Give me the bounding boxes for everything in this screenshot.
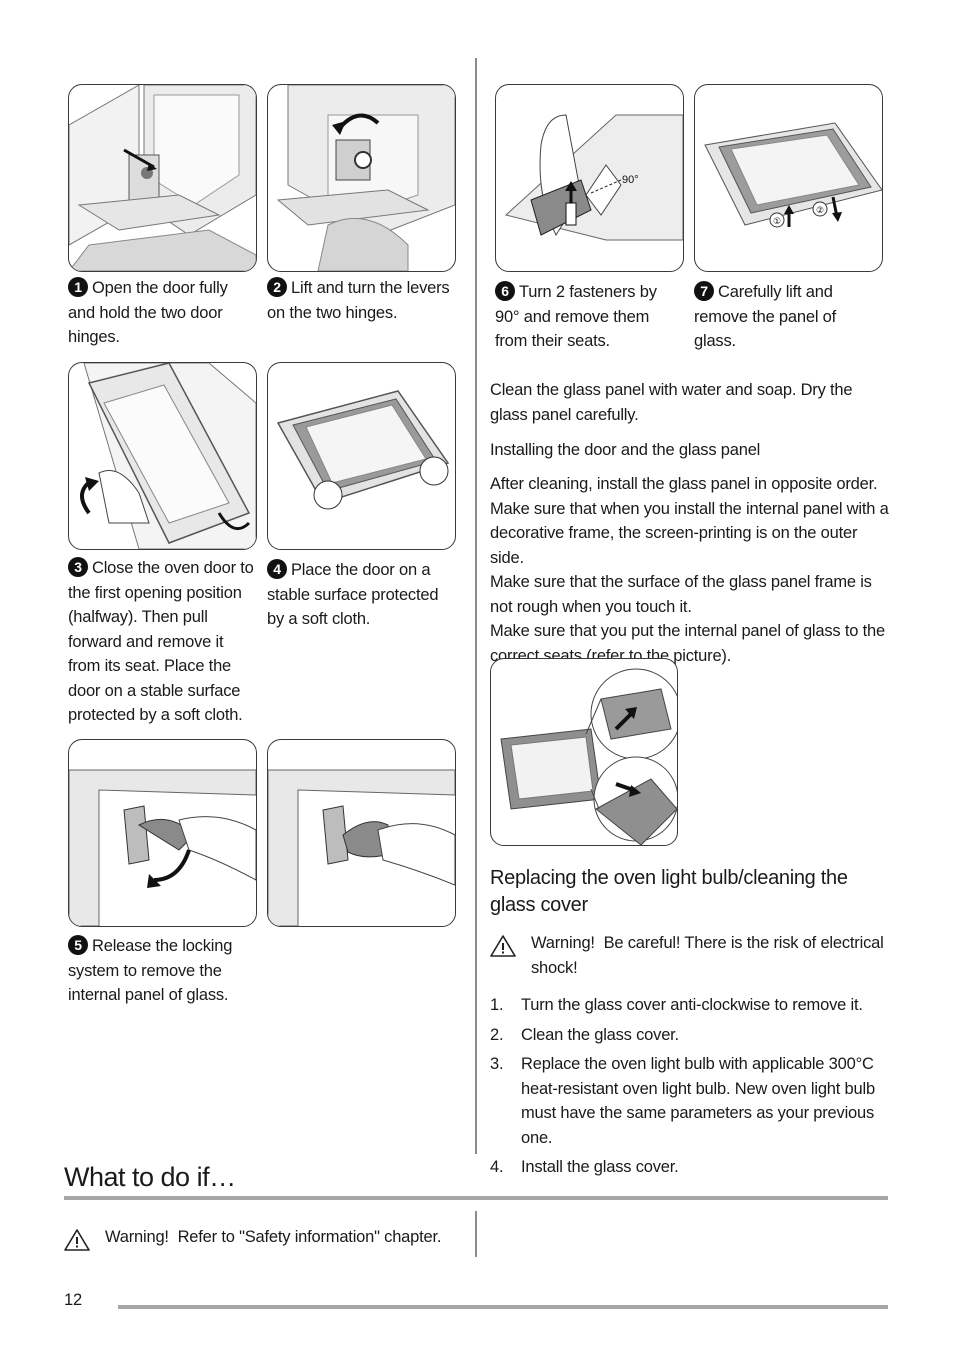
column-divider — [475, 58, 477, 1154]
step-text: Open the door fully and hold the two doo… — [68, 279, 228, 346]
list-item: 2. Clean the glass cover. — [490, 1023, 890, 1048]
step-text: Carefully lift and remove the panel of g… — [694, 283, 837, 350]
section-title: What to do if… — [64, 1162, 236, 1192]
figure-step1 — [68, 84, 257, 272]
list-text: Clean the glass cover. — [521, 1025, 679, 1044]
list-item: 3. Replace the oven light bulb with appli… — [490, 1052, 890, 1150]
list-number: 1. — [490, 996, 504, 1014]
step-number-badge: 7 — [694, 281, 714, 301]
section-rule — [64, 1196, 888, 1200]
footer-rule — [118, 1305, 888, 1309]
section-warning: Warning! Refer to "Safety information" c… — [105, 1225, 465, 1250]
step-text: Release the locking system to remove the… — [68, 937, 233, 1004]
step-number-badge: 2 — [267, 277, 287, 297]
list-item: 4. Install the glass cover. — [490, 1155, 890, 1180]
figure-step6: 90° — [495, 84, 684, 272]
warning-text: Refer to "Safety information" chapter. — [177, 1228, 442, 1246]
step-number-badge: 6 — [495, 281, 515, 301]
figure-step2 — [267, 84, 456, 272]
figure-step5b — [267, 739, 456, 927]
step-number-badge: 3 — [68, 557, 88, 577]
replace-heading: Replacing the oven light bulb/cleaning t… — [490, 867, 848, 916]
list-text: Install the glass cover. — [521, 1158, 679, 1176]
figure-step5a — [68, 739, 257, 927]
page-number: 12 — [64, 1291, 82, 1309]
install-heading: Installing the door and the glass panel — [490, 441, 761, 459]
bulb-steps-list: 1. Turn the glass cover anti-clockwise to… — [490, 993, 890, 1185]
list-item: 1. Turn the glass cover anti-clockwise to… — [490, 993, 890, 1018]
step-text: Close the oven door to the first opening… — [68, 559, 254, 724]
install-line: Make sure that the surface of the glass … — [490, 573, 872, 616]
list-number: 4. — [490, 1158, 504, 1176]
figure-step3 — [68, 362, 257, 550]
list-number: 2. — [490, 1025, 504, 1044]
step-number-badge: 4 — [267, 559, 287, 579]
label-1: ① — [773, 217, 781, 227]
clean-paragraph: Clean the glass panel with water and soa… — [490, 381, 853, 424]
warning-block: Warning! Be careful! There is the risk o… — [531, 931, 891, 980]
list-number: 3. — [490, 1055, 504, 1073]
list-text: Turn the glass cover anti-clockwise to r… — [521, 996, 863, 1014]
step-text: Turn 2 fasteners by 90° and remove them … — [495, 283, 657, 350]
list-text: Replace the oven light bulb with applica… — [521, 1055, 875, 1147]
install-line: Make sure that when you install the inte… — [490, 499, 889, 567]
figure-glass-seats — [490, 658, 678, 846]
step-text: Place the door on a stable surface prote… — [267, 561, 439, 628]
install-line: After cleaning, install the glass panel … — [490, 475, 878, 493]
figure-step4 — [267, 362, 456, 550]
warning-label: Warning! — [105, 1228, 169, 1246]
label-2: ② — [816, 206, 824, 216]
figure-step7: ① ② — [694, 84, 883, 272]
step-text: Lift and turn the levers on the two hing… — [267, 279, 450, 322]
install-text: After cleaning, install the glass panel … — [490, 472, 890, 668]
column-divider-bottom — [475, 1211, 477, 1257]
warning-icon — [490, 935, 516, 957]
angle-label: 90° — [622, 174, 639, 186]
warning-icon — [64, 1229, 90, 1251]
warning-label: Warning! — [531, 934, 595, 952]
warning-text: Be careful! There is the risk of electri… — [531, 934, 884, 977]
step-number-badge: 1 — [68, 277, 88, 297]
step-number-badge: 5 — [68, 935, 88, 955]
